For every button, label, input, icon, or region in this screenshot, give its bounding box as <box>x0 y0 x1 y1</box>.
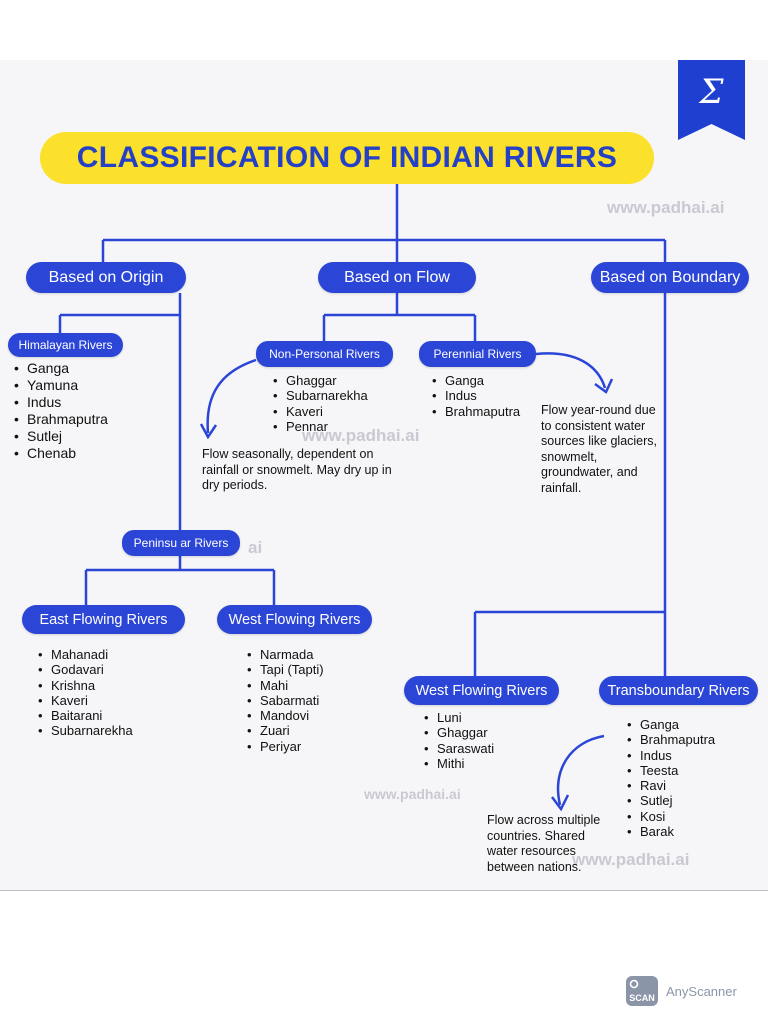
boundary-west-flowing-pill: West Flowing Rivers <box>404 676 559 705</box>
list-item: Indus <box>432 388 520 404</box>
transboundary-rivers-list: Ganga Brahmaputra Indus Teesta Ravi Sutl… <box>627 717 715 840</box>
west-flowing-rivers-list: Narmada Tapi (Tapti) Mahi Sabarmati Mand… <box>247 647 324 754</box>
list-item: Kaveri <box>273 404 368 420</box>
list-item: Godavari <box>38 662 133 678</box>
watermark: www.padhai.ai <box>607 198 725 217</box>
list-item: Luni <box>424 710 494 726</box>
himalayan-rivers-list: Ganga Yamuna Indus Brahmaputra Sutlej Ch… <box>14 360 108 462</box>
category-origin: Based on Origin <box>26 262 186 293</box>
list-item: Barak <box>627 824 715 840</box>
list-item: Brahmaputra <box>432 404 520 420</box>
scanner-watermark: SCAN AnyScanner <box>626 976 737 1006</box>
list-item: Ravi <box>627 778 715 794</box>
scanner-icon: SCAN <box>626 976 658 1006</box>
list-item: Chenab <box>14 445 108 462</box>
category-boundary: Based on Boundary <box>591 262 749 293</box>
west-flowing-rivers-pill: West Flowing Rivers <box>217 605 372 634</box>
list-item: Sutlej <box>627 793 715 809</box>
list-item: Pennar <box>273 419 368 435</box>
list-item: Indus <box>627 748 715 764</box>
list-item: Sutlej <box>14 428 108 445</box>
himalayan-rivers-pill: Himalayan Rivers <box>8 333 123 357</box>
list-item: Zuari <box>247 723 324 739</box>
list-item: Teesta <box>627 763 715 779</box>
list-item: Ganga <box>627 717 715 733</box>
perennial-note: Flow year-round due to consistent water … <box>541 403 658 495</box>
category-flow: Based on Flow <box>318 262 476 293</box>
list-item: Indus <box>14 394 108 411</box>
list-item: Baitarani <box>38 708 133 724</box>
list-item: Kaveri <box>38 693 133 709</box>
list-item: Mandovi <box>247 708 324 724</box>
transboundary-arrow <box>556 734 605 806</box>
list-item: Subarnarekha <box>38 723 133 739</box>
list-item: Mahi <box>247 678 324 694</box>
watermark-partial: ai <box>248 538 263 557</box>
peninsular-rivers-pill: Peninsu ar Rivers <box>122 530 240 556</box>
list-item: Mahanadi <box>38 647 133 663</box>
boundary-west-flowing-list: Luni Ghaggar Saraswati Mithi <box>424 710 494 771</box>
list-item: Ganga <box>432 373 520 389</box>
list-item: Ganga <box>14 360 108 377</box>
list-item: Kosi <box>627 809 715 825</box>
transboundary-rivers-pill: Transboundary Rivers <box>599 676 758 705</box>
list-item: Mithi <box>424 756 494 772</box>
list-item: Brahmaputra <box>14 411 108 428</box>
list-item: Narmada <box>247 647 324 663</box>
list-item: Ghaggar <box>424 725 494 741</box>
list-item: Yamuna <box>14 377 108 394</box>
svg-text:SCAN: SCAN <box>629 993 655 1003</box>
list-item: Ghaggar <box>273 373 368 389</box>
page-title: CLASSIFICATION OF INDIAN RIVERS <box>40 132 654 184</box>
list-item: Krishna <box>38 678 133 694</box>
list-item: Saraswati <box>424 741 494 757</box>
list-item: Periyar <box>247 739 324 755</box>
watermark: www.padhai.ai <box>572 850 690 869</box>
perennial-rivers-list: Ganga Indus Brahmaputra <box>432 373 520 419</box>
east-flowing-rivers-pill: East Flowing Rivers <box>22 605 185 634</box>
non-perennial-note: Flow seasonally, dependent on rainfall o… <box>202 447 392 492</box>
non-perennial-rivers-pill: Non-Personal Rivers <box>256 341 393 367</box>
watermark: www.padhai.ai <box>364 786 461 802</box>
non-perennial-rivers-list: Ghaggar Subarnarekha Kaveri Pennar <box>273 373 368 434</box>
scanner-label: AnyScanner <box>666 983 737 999</box>
perennial-rivers-pill: Perennial Rivers <box>419 341 536 367</box>
list-item: Brahmaputra <box>627 732 715 748</box>
transboundary-note: Flow across multiple countries. Shared w… <box>487 813 601 874</box>
non-perennial-arrow <box>206 358 257 434</box>
list-item: Subarnarekha <box>273 388 368 404</box>
perennial-arrow <box>535 352 607 389</box>
list-item: Sabarmati <box>247 693 324 709</box>
logo-bookmark: Σ <box>678 60 745 140</box>
svg-text:Σ: Σ <box>697 72 724 112</box>
list-item: Tapi (Tapti) <box>247 662 324 678</box>
sigma-bookmark-icon: Σ <box>678 60 745 140</box>
east-flowing-rivers-list: Mahanadi Godavari Krishna Kaveri Baitara… <box>38 647 133 739</box>
